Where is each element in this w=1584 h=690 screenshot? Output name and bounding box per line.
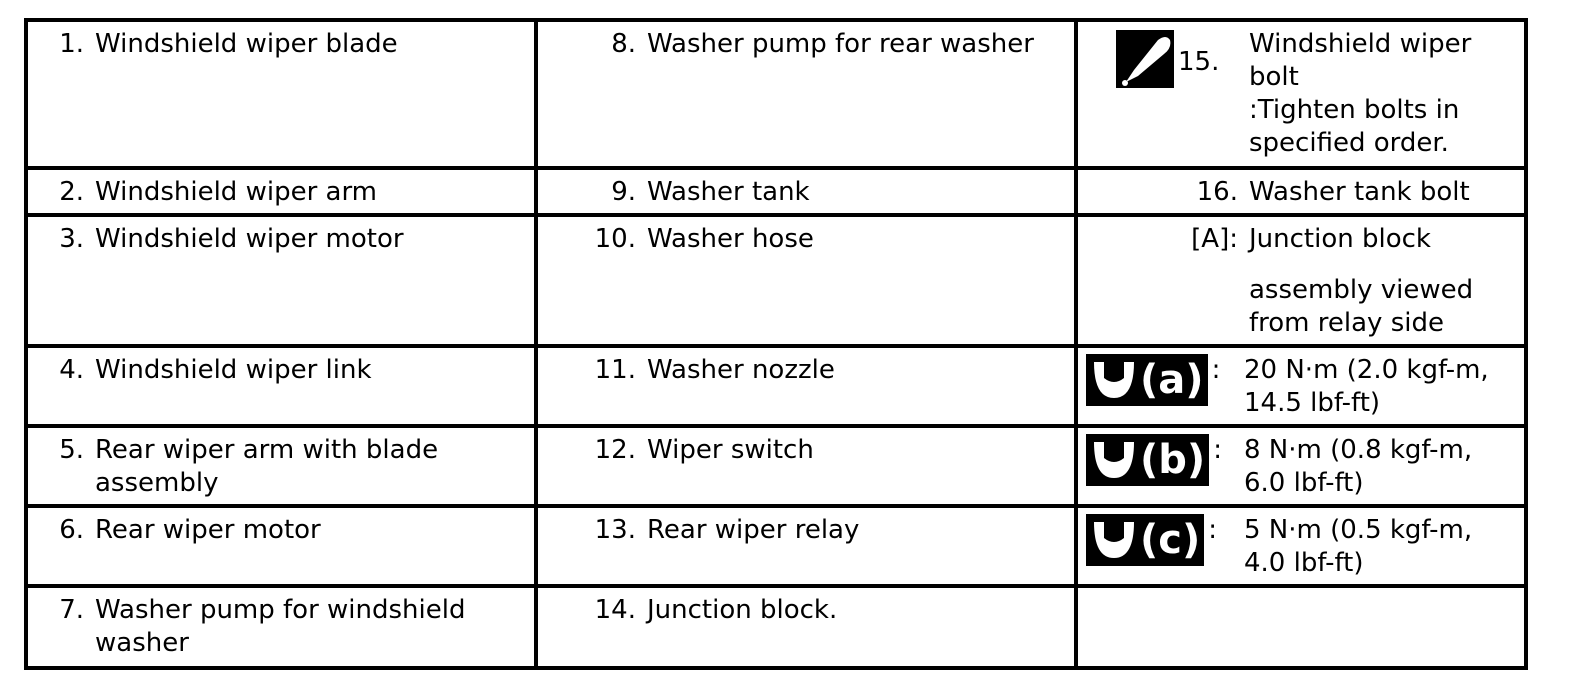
- torque-value: 4.0 lbf-ft): [1244, 548, 1364, 578]
- legend-cell: 6. Rear wiper motor: [24, 504, 538, 588]
- table-row: 2. Windshield wiper arm 9. Washer tank 16.…: [24, 166, 1528, 217]
- legend-cell: [A]: Junction block assembly viewed from…: [1074, 213, 1528, 348]
- item-label: bolt: [1249, 62, 1299, 92]
- legend-cell: 5. Rear wiper arm with blade assembly: [24, 424, 538, 508]
- item-number: 14.: [594, 595, 636, 625]
- torque-colon: :: [1211, 355, 1221, 385]
- torque-letter: (c): [1140, 517, 1201, 563]
- legend-cell: 15. Windshield wiper bolt :Tighten bolts…: [1074, 18, 1528, 170]
- legend-cell: 14. Junction block.: [534, 584, 1078, 670]
- item-label: assembly viewed: [1249, 275, 1474, 305]
- legend-cell: 12. Wiper switch: [534, 424, 1078, 508]
- item-number: 8.: [611, 29, 636, 59]
- legend-cell: 4. Windshield wiper link: [24, 344, 538, 428]
- torque-colon: :: [1213, 435, 1222, 465]
- legend-cell-empty: [1074, 584, 1528, 670]
- table-row: 1. Windshield wiper blade 8. Washer pump f…: [24, 18, 1528, 170]
- item-label: Windshield wiper arm: [95, 177, 378, 207]
- legend-cell: 7. Washer pump for windshield washer: [24, 584, 538, 670]
- table-row: 5. Rear wiper arm with blade assembly 12.…: [24, 424, 1528, 508]
- item-label: Windshield wiper link: [95, 355, 372, 385]
- item-label: Rear wiper motor: [95, 515, 321, 545]
- item-label: Washer nozzle: [647, 355, 835, 385]
- item-label: Rear wiper arm with blade assembly: [95, 435, 439, 498]
- torque-letter: (a): [1140, 357, 1204, 403]
- legend-cell: 3. Windshield wiper motor: [24, 213, 538, 348]
- legend-cell: 8. Washer pump for rear washer: [534, 18, 1078, 170]
- item-number: 6.: [59, 515, 84, 545]
- torque-wrench-icon: (c): [1086, 514, 1205, 566]
- item-label: Junction block.: [647, 595, 838, 625]
- table-row: 3.Windshield wiper motor 10.Washer hose …: [24, 213, 1528, 348]
- legend-cell: (a) : 20 N·m (2.0 kgf-m, 14.5 lbf-ft): [1074, 344, 1528, 428]
- legend-cell: 1. Windshield wiper blade: [24, 18, 538, 170]
- item-label: Washer tank bolt: [1249, 177, 1470, 207]
- item-number: 4.: [59, 355, 84, 385]
- item-number: 15.: [1178, 47, 1220, 77]
- table-row: 7. Washer pump for windshield washer 14. J…: [24, 584, 1528, 670]
- item-label: Washer hose: [647, 224, 814, 254]
- tighten-sequence-icon: [1116, 30, 1174, 88]
- item-number: 12.: [594, 435, 636, 465]
- legend-cell: 2. Windshield wiper arm: [24, 166, 538, 217]
- item-label: Rear wiper relay: [647, 515, 860, 545]
- torque-letter: (b): [1140, 437, 1206, 483]
- legend-cell: 16. Washer tank bolt: [1074, 166, 1528, 217]
- legend-cell: (b) : 8 N·m (0.8 kgf-m, 6.0 lbf-ft): [1074, 424, 1528, 508]
- item-label: from relay side: [1249, 308, 1444, 338]
- item-label: Windshield wiper: [1249, 29, 1472, 59]
- item-number: 7.: [59, 595, 84, 625]
- torque-wrench-icon: (a): [1086, 354, 1208, 406]
- table-row: 6. Rear wiper motor 13. Rear wiper relay (…: [24, 504, 1528, 588]
- torque-value: 14.5 lbf-ft): [1244, 388, 1381, 418]
- item-number: 16.: [1196, 177, 1238, 207]
- item-label: Windshield wiper blade: [95, 29, 398, 59]
- item-number: 10.: [594, 224, 636, 254]
- item-label: Washer pump for windshield washer: [95, 595, 466, 658]
- legend-cell: 11. Washer nozzle: [534, 344, 1078, 428]
- item-number: 5.: [59, 435, 84, 465]
- torque-value: 6.0 lbf-ft): [1244, 468, 1364, 498]
- item-label: Washer pump for rear washer: [647, 29, 1034, 59]
- table-row: 4. Windshield wiper link 11. Washer nozzle…: [24, 344, 1528, 428]
- torque-wrench-icon: (b): [1086, 434, 1210, 486]
- item-number: 13.: [594, 515, 636, 545]
- legend-cell: (c) : 5 N·m (0.5 kgf-m, 4.0 lbf-ft): [1074, 504, 1528, 588]
- legend-cell: 9. Washer tank: [534, 166, 1078, 217]
- torque-colon: :: [1208, 515, 1218, 545]
- torque-value: 20 N·m (2.0 kgf-m,: [1244, 355, 1489, 385]
- torque-value: 5 N·m (0.5 kgf-m,: [1244, 515, 1473, 545]
- legend-cell: 13. Rear wiper relay: [534, 504, 1078, 588]
- item-number: [A]:: [1191, 224, 1238, 254]
- item-label: Windshield wiper motor: [95, 224, 404, 254]
- item-number: 11.: [594, 355, 636, 385]
- item-number: 2.: [59, 177, 84, 207]
- item-number: 9.: [611, 177, 636, 207]
- torque-value: 8 N·m (0.8 kgf-m,: [1244, 435, 1473, 465]
- item-note: :Tighten bolts in: [1249, 95, 1460, 125]
- item-label: Wiper switch: [647, 435, 814, 465]
- item-note: specified order.: [1249, 128, 1449, 158]
- item-label: Junction block: [1249, 224, 1431, 254]
- parts-legend-table: 1. Windshield wiper blade 8. Washer pump f…: [24, 18, 1528, 670]
- item-label: Washer tank: [647, 177, 810, 207]
- item-number: 1.: [59, 29, 84, 59]
- item-number: 3.: [59, 224, 84, 254]
- legend-cell: 10. Washer hose: [534, 213, 1078, 348]
